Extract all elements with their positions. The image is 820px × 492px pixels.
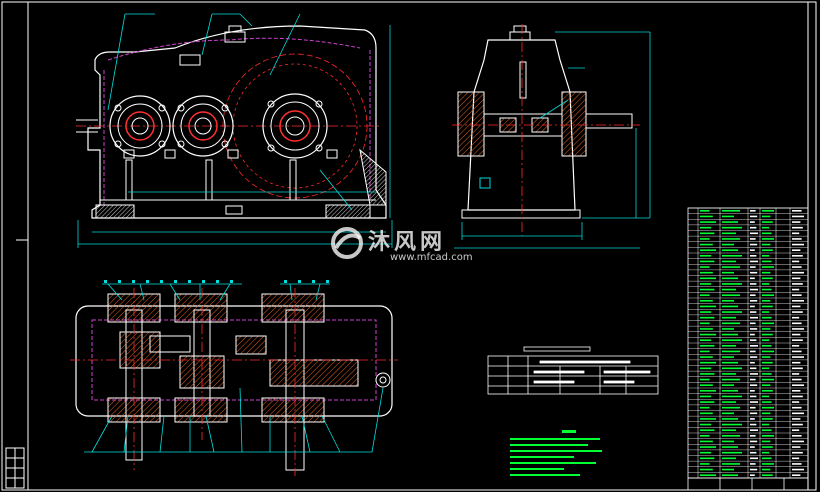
plan-view xyxy=(70,280,398,476)
bearing-housing-1 xyxy=(109,95,171,157)
parts-list-row xyxy=(688,427,808,431)
parts-list-row xyxy=(688,337,808,341)
parts-list-row xyxy=(688,331,808,336)
parts-list-row xyxy=(688,320,808,325)
parts-list-row xyxy=(688,449,808,454)
parts-list-row xyxy=(688,370,808,375)
front-housing-outline xyxy=(87,25,387,219)
parts-list-row xyxy=(688,219,808,223)
side-view xyxy=(452,24,651,249)
technical-spec-table xyxy=(487,346,659,395)
parts-list-row xyxy=(688,325,808,330)
parts-list-row xyxy=(688,286,808,291)
bearing-housing-2 xyxy=(172,95,234,157)
parts-list-row xyxy=(688,247,808,251)
parts-list-row xyxy=(688,241,808,246)
parts-list-row xyxy=(688,235,808,240)
technical-notes xyxy=(510,430,602,476)
parts-list-row xyxy=(688,365,808,370)
parts-list-row xyxy=(688,213,808,218)
front-view xyxy=(76,13,393,248)
parts-list-row xyxy=(688,387,808,392)
bearing-housing-3 xyxy=(262,93,328,159)
parts-list-row xyxy=(688,393,808,398)
parts-list-row xyxy=(688,444,808,448)
parts-list-row xyxy=(688,354,808,358)
parts-list-row xyxy=(688,466,808,471)
large-gear-circle xyxy=(222,53,368,199)
parts-list-row xyxy=(688,415,808,420)
parts-list-row xyxy=(688,359,808,364)
parts-list-row xyxy=(688,376,808,381)
parts-list-row xyxy=(688,280,808,285)
parts-list-row xyxy=(688,455,808,460)
parts-list-row xyxy=(688,348,808,353)
parts-list xyxy=(687,207,809,479)
parts-list-row xyxy=(688,303,808,308)
parts-list-row xyxy=(688,438,808,443)
mfcad-logo-icon xyxy=(331,227,363,259)
parts-list-row xyxy=(688,297,808,302)
plan-housing-outline xyxy=(75,305,393,417)
parts-list-row xyxy=(688,382,808,386)
parts-list-row xyxy=(688,207,808,212)
title-block xyxy=(687,477,809,491)
parts-list-row xyxy=(688,342,808,347)
parts-list-row xyxy=(688,421,808,426)
parts-list-row xyxy=(688,252,808,257)
parts-list-row xyxy=(688,404,808,409)
parts-list-row xyxy=(688,258,808,263)
parts-list-row xyxy=(688,230,808,235)
parts-list-row xyxy=(688,410,808,415)
watermark-url: www.mfcad.com xyxy=(390,252,473,263)
parts-list-row xyxy=(688,399,808,403)
parts-list-row xyxy=(688,224,808,229)
parts-list-row xyxy=(688,314,808,319)
parts-list-row xyxy=(688,275,808,280)
watermark: 沐风网 www.mfcad.com xyxy=(330,224,500,266)
watermark-title: 沐风网 xyxy=(368,230,447,255)
parts-list-row xyxy=(688,472,808,476)
parts-list-row xyxy=(688,292,808,296)
parts-list-row xyxy=(688,269,808,274)
parts-list-row xyxy=(688,264,808,268)
parts-list-row xyxy=(688,460,808,465)
parts-list-row xyxy=(688,309,808,313)
parts-list-row xyxy=(688,432,808,437)
